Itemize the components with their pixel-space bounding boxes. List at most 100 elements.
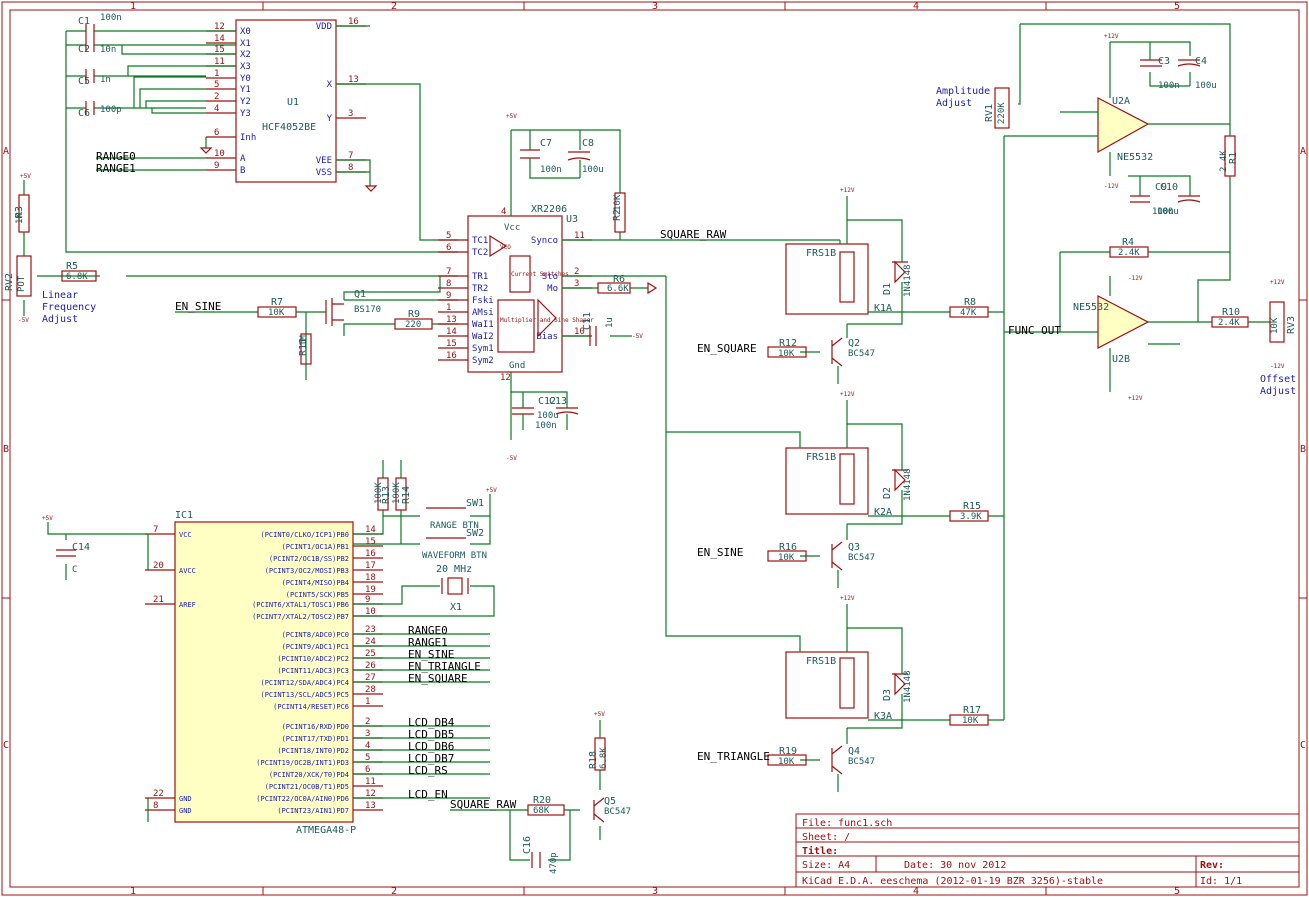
x1-value: 20 MHz [436,564,472,575]
ic1-ref: IC1 [175,510,193,521]
pin-number: 27 [365,673,376,683]
rv1-ref: RV1 [984,104,995,122]
pin-number: 9 [214,161,219,171]
x1-ref: X1 [450,602,462,613]
c13-value: 100u [537,411,559,421]
net-range0-ic1: RANGE0 [408,624,448,637]
u2b-ref: U2B [1112,354,1130,365]
row-label: B [3,444,9,455]
c4-ref: C4 [1195,56,1207,67]
c1-ref: C1 [78,16,90,27]
pwr-m12-u2a: -12V [1104,183,1119,190]
pin-name: (PCINT6/XTAL1/TOSC1)PB6 [252,601,349,609]
r4-value: 2.4K [1118,248,1140,258]
net-en-triangle-relay: EN_TRIANGLE [697,750,770,763]
q4-ref: Q4 [848,746,860,757]
pin-name: AVCC [179,567,196,575]
r11-value: 1M [299,335,309,346]
col-label: 1 [130,1,136,12]
c5-value: 1n [100,75,111,85]
c10-value: 100u [1157,207,1179,217]
u2a-ref: U2A [1112,96,1130,107]
r16-ref: R16 [779,542,797,553]
pin-name: (PCINT10/ADC2)PC2 [277,655,349,663]
pin-number: 19 [365,585,376,595]
tb-rev: Rev: [1200,860,1224,871]
pwr-p12-rv3: +12V [1270,279,1285,286]
pin-number: 3 [574,279,579,289]
r12-ref: R12 [779,338,797,349]
q1-value: BS170 [354,305,381,315]
pin-name: TC1 [472,236,488,246]
pin-number: 9 [365,595,370,605]
pin-name: VSS [316,168,332,178]
pin-name: Fski [472,296,494,306]
col-label: 4 [913,1,919,12]
opamp-section: U2A NE5532 NE5532 U2B RV1 220K R1 2.4K R… [936,23,1297,402]
r7-value: 10K [268,308,285,318]
tb-sheet: Sheet: / [802,832,850,843]
pin-number: 16 [365,549,376,559]
pin-name: (PCINT13/SCL/ADC5)PC5 [260,691,349,699]
u1-ref: U1 [287,97,299,108]
r6-ref: R6 [613,274,625,285]
r11-ref: R11 [298,338,309,356]
r7-ref: R7 [271,297,283,308]
r17-ref: R17 [963,705,981,716]
pin-number: 21 [153,595,164,605]
pin-number: 2 [214,92,219,102]
tb-title: Title: [802,845,838,857]
pin-name: (PCINT22/OC0A/AIN0)PD6 [256,795,349,803]
c5-ref: C5 [78,76,90,87]
pin-number: 7 [153,525,158,535]
pin-name: Synco [531,236,558,246]
col-label: 5 [1174,1,1180,12]
r18-value: 6.8K [599,747,609,769]
r20-value: 68K [533,806,550,816]
r9-ref: R9 [408,309,420,320]
c9-ref: C9 [1155,182,1167,193]
q1-ref: Q1 [354,289,366,300]
c2-value: 10n [100,45,116,55]
pin-name: (PCINT21/OC0B/T1)PD5 [265,783,349,791]
pin-number: 6 [446,243,451,253]
pwr-p5-ic1: +5V [42,515,53,522]
col-label: 3 [652,886,658,897]
pin-number: 13 [365,801,376,811]
q5-value: BC547 [604,807,631,817]
r13-ref: R13 [381,486,392,504]
d2-value: 1N4148 [903,468,913,501]
pin-number: 16 [446,351,457,361]
tb-tool: KiCad E.D.A. eeschema (2012-01-19 BZR 32… [802,876,1103,887]
pin-number: 14 [365,525,376,535]
pin-name: Bias [536,332,558,342]
pin-number: 17 [365,561,376,571]
r8-value: 47K [960,308,977,318]
amplitude-label-2: Adjust [936,98,972,109]
pin-name: (PCINT18/INT0)PD2 [277,747,349,755]
k3-ref: K3A [874,711,892,722]
r17-value: 10K [962,716,979,726]
tb-size: Size: A4 [802,860,850,871]
r9-value: 220 [405,320,421,330]
pin-name: (PCINT19/OC2B/INT1)PD3 [256,759,349,767]
timing-caps: C1 C2 C5 C6 100n 10n 1n 100p [65,13,458,253]
r6-value: 6.6K [607,284,629,294]
r3-ref: R3 [14,206,25,218]
row-label: C [1300,740,1306,751]
pin-name: Sym1 [472,344,494,354]
pin-name: X0 [240,27,251,37]
pin-number: 7 [348,151,353,161]
pin-name: B [240,166,245,176]
pin-number: 14 [446,327,457,337]
pin-number: 18 [365,573,376,583]
pin-number: 6 [365,765,370,775]
pin-name: AREF [179,601,196,609]
col-label: 3 [652,1,658,12]
c2-ref: C2 [78,44,90,55]
pin-name: Y0 [240,74,251,84]
q4-value: BC547 [848,757,875,767]
r12-value: 10K [778,349,795,359]
net-range1-u1: RANGE1 [96,162,136,175]
